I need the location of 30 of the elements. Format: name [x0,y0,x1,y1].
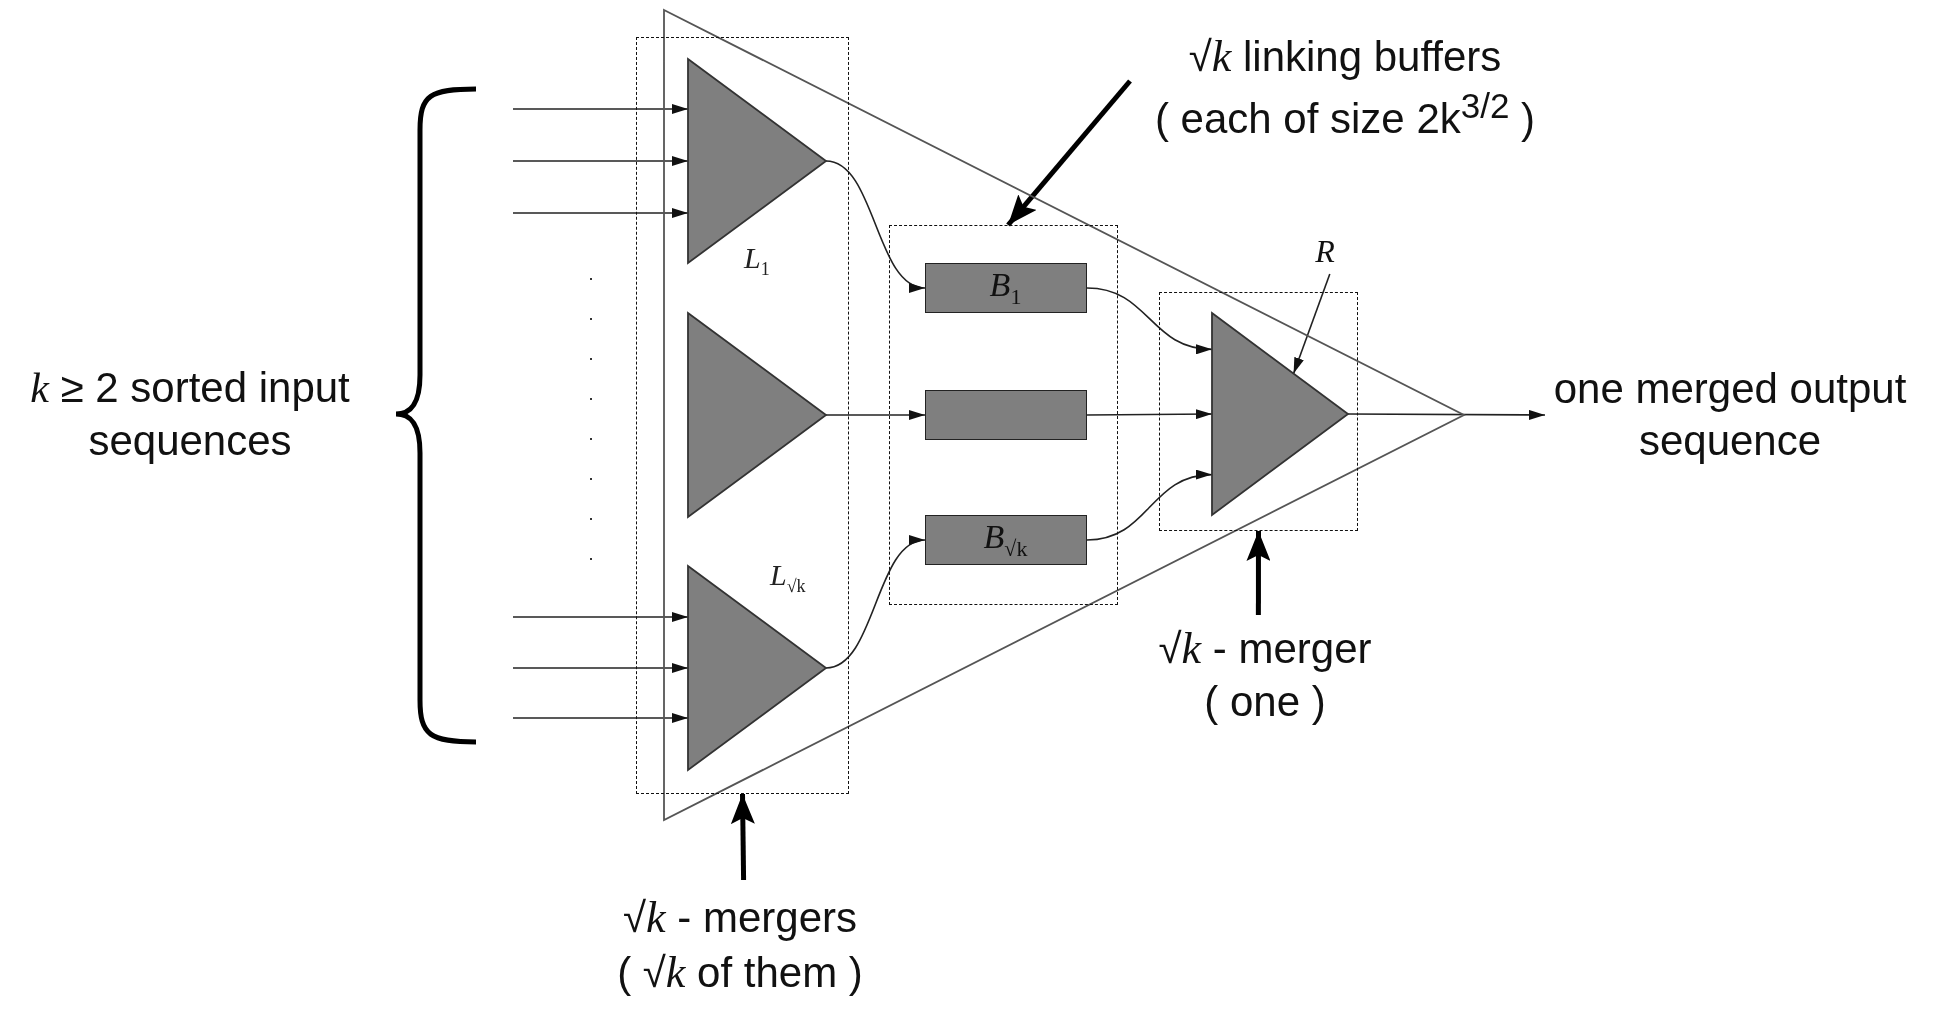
merger-triangle [687,565,826,770]
merger-triangle [687,312,826,517]
annotation-text: ( √k of them ) [617,947,863,999]
pointer-arrow [1246,531,1271,615]
dashed-group-box [1159,292,1358,531]
math-label: R [1315,232,1335,271]
math-label: L$_{1}$ [744,243,770,278]
connector-arrow [825,538,926,669]
annotation-text: ( one ) [1204,677,1326,728]
annotation-text: ( each of size 2k$^{3/2}$ ) [1154,84,1536,144]
connector-arrow [825,160,926,290]
merger-triangle [1211,312,1348,515]
pointer-arrow [1006,79,1132,227]
connector-arrow [825,410,926,420]
annotation-text: one merged output sequence [1552,363,1908,466]
math-label: L$_{√k}$ [770,560,806,595]
pointer-arrow [730,793,755,881]
dashed-group-box [636,37,849,794]
annotation-text: √k linking buffers [1188,30,1502,83]
annotation-text: k ≥ 2 sorted input sequences [29,363,351,466]
buffer-box [924,389,1087,440]
buffer-label: B$_{1}$ [989,267,1022,308]
annotation-text: √k - mergers [623,891,857,944]
connector-arrow [1347,409,1546,420]
annotation-text: √k - merger [1158,623,1372,676]
buffer-label: B$_{√k}$ [983,519,1028,560]
connector-arrow [1292,273,1331,375]
buffer-box [924,514,1087,565]
dashed-group-box [889,225,1118,605]
buffer-box [924,262,1087,313]
